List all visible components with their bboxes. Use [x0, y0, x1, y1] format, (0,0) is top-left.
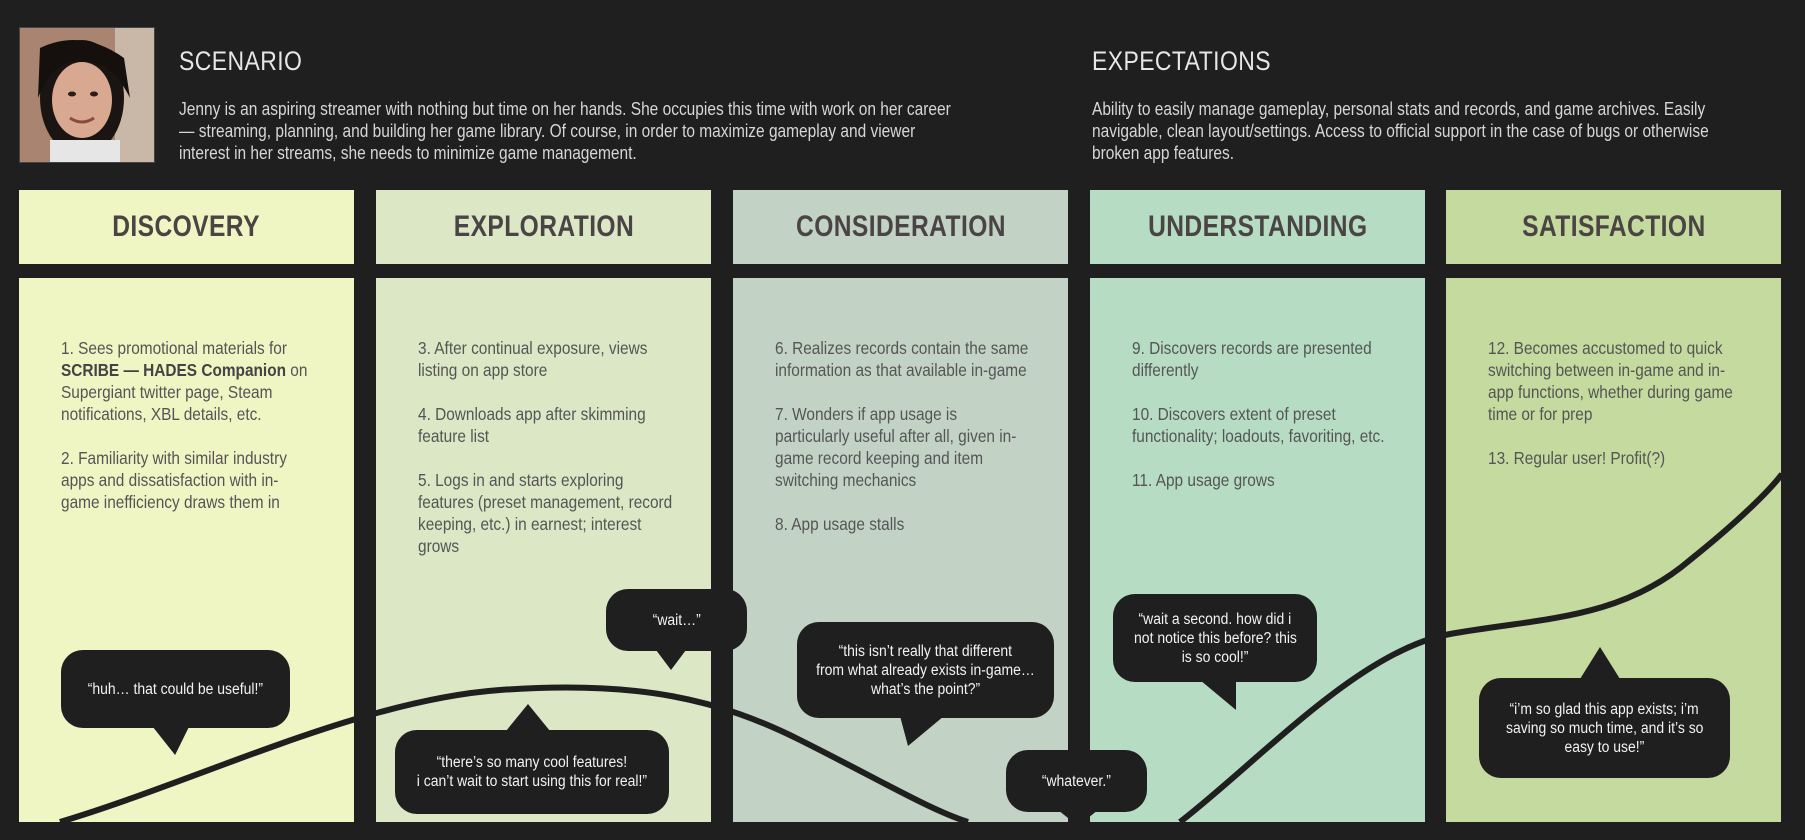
step-text: 12. Becomes accustomed to quick switchin…: [1488, 338, 1733, 424]
bubble-tail: [506, 704, 550, 731]
journey-step: 8. App usage stalls: [775, 513, 1030, 535]
step-text: 5. Logs in and starts exploring features…: [418, 470, 673, 556]
step-text: 4. Downloads app after skimming feature …: [418, 404, 646, 446]
quote-bubble-discovery: “huh… that could be useful!”: [61, 650, 290, 728]
expectations-text: Ability to easily manage gameplay, perso…: [1092, 99, 1709, 163]
step-text: 8. App usage stalls: [775, 514, 905, 534]
step-text: 3. After continual exposure, views listi…: [418, 338, 648, 380]
journey-step: 13. Regular user! Profit(?): [1488, 447, 1743, 469]
bubble-tail: [1200, 680, 1236, 710]
journey-step: 10. Discovers extent of preset functiona…: [1132, 403, 1387, 447]
step-text: 10. Discovers extent of preset functiona…: [1132, 404, 1385, 446]
expectations-title: EXPECTATIONS: [1092, 46, 1271, 76]
bubble-tail: [656, 650, 686, 670]
journey-step: 11. App usage grows: [1132, 469, 1387, 491]
stage-steps: 12. Becomes accustomed to quick switchin…: [1488, 337, 1743, 491]
step-text: 1. Sees promotional materials for: [61, 338, 287, 358]
scenario-title: SCENARIO: [179, 46, 303, 76]
step-text: 9. Discovers records are presented diffe…: [1132, 338, 1372, 380]
stage-title: UNDERSTANDING: [1147, 210, 1368, 243]
stage-title: EXPLORATION: [453, 210, 634, 243]
journey-step: 3. After continual exposure, views listi…: [418, 337, 673, 381]
stage-steps: 3. After continual exposure, views listi…: [418, 337, 673, 579]
quote-bubble-wait: “wait…”: [606, 589, 747, 651]
journey-step: 4. Downloads app after skimming feature …: [418, 403, 673, 447]
journey-step: 1. Sees promotional materials for SCRIBE…: [61, 337, 316, 425]
step-text: 7. Wonders if app usage is particularly …: [775, 404, 1017, 490]
bubble-tail: [1580, 647, 1620, 679]
step-text: on Supergiant twitter page, Steam notifi…: [61, 360, 308, 424]
journey-step: 7. Wonders if app usage is particularly …: [775, 403, 1030, 491]
step-text: 6. Realizes records contain the same inf…: [775, 338, 1029, 380]
stage-steps: 1. Sees promotional materials for SCRIBE…: [61, 337, 316, 535]
bubble-tail: [1058, 810, 1098, 826]
stage-body-understanding: 9. Discovers records are presented diffe…: [1090, 278, 1425, 822]
bubble-tail: [900, 716, 944, 746]
stage-title: CONSIDERATION: [795, 210, 1006, 243]
step-text: 11. App usage grows: [1132, 470, 1275, 490]
journey-step: 12. Becomes accustomed to quick switchin…: [1488, 337, 1743, 425]
stage-header-satisfaction: SATISFACTION: [1446, 190, 1781, 264]
stage-title: SATISFACTION: [1521, 210, 1706, 243]
scenario-text: Jenny is an aspiring streamer with nothi…: [179, 99, 951, 163]
product-name: SCRIBE — HADES Companion: [61, 360, 287, 380]
quote-bubble-whatever: “whatever.”: [1006, 750, 1147, 812]
journey-step: 5. Logs in and starts exploring features…: [418, 469, 673, 557]
stage-steps: 9. Discovers records are presented diffe…: [1132, 337, 1387, 513]
journey-step: 6. Realizes records contain the same inf…: [775, 337, 1030, 381]
persona-avatar: [19, 27, 155, 163]
stage-header-exploration: EXPLORATION: [376, 190, 711, 264]
journey-step: 2. Familiarity with similar industry app…: [61, 447, 316, 513]
quote-bubble-exploration: “there’s so many cool features!i can’t w…: [395, 730, 669, 814]
persona-photo: [20, 28, 154, 162]
stage-header-consideration: CONSIDERATION: [733, 190, 1068, 264]
stage-steps: 6. Realizes records contain the same inf…: [775, 337, 1030, 557]
stage-header-understanding: UNDERSTANDING: [1090, 190, 1425, 264]
stage-header-discovery: DISCOVERY: [19, 190, 354, 264]
step-text: 2. Familiarity with similar industry app…: [61, 448, 287, 512]
journey-step: 9. Discovers records are presented diffe…: [1132, 337, 1387, 381]
step-text: 13. Regular user! Profit(?): [1488, 448, 1666, 468]
stage-title: DISCOVERY: [112, 210, 261, 243]
